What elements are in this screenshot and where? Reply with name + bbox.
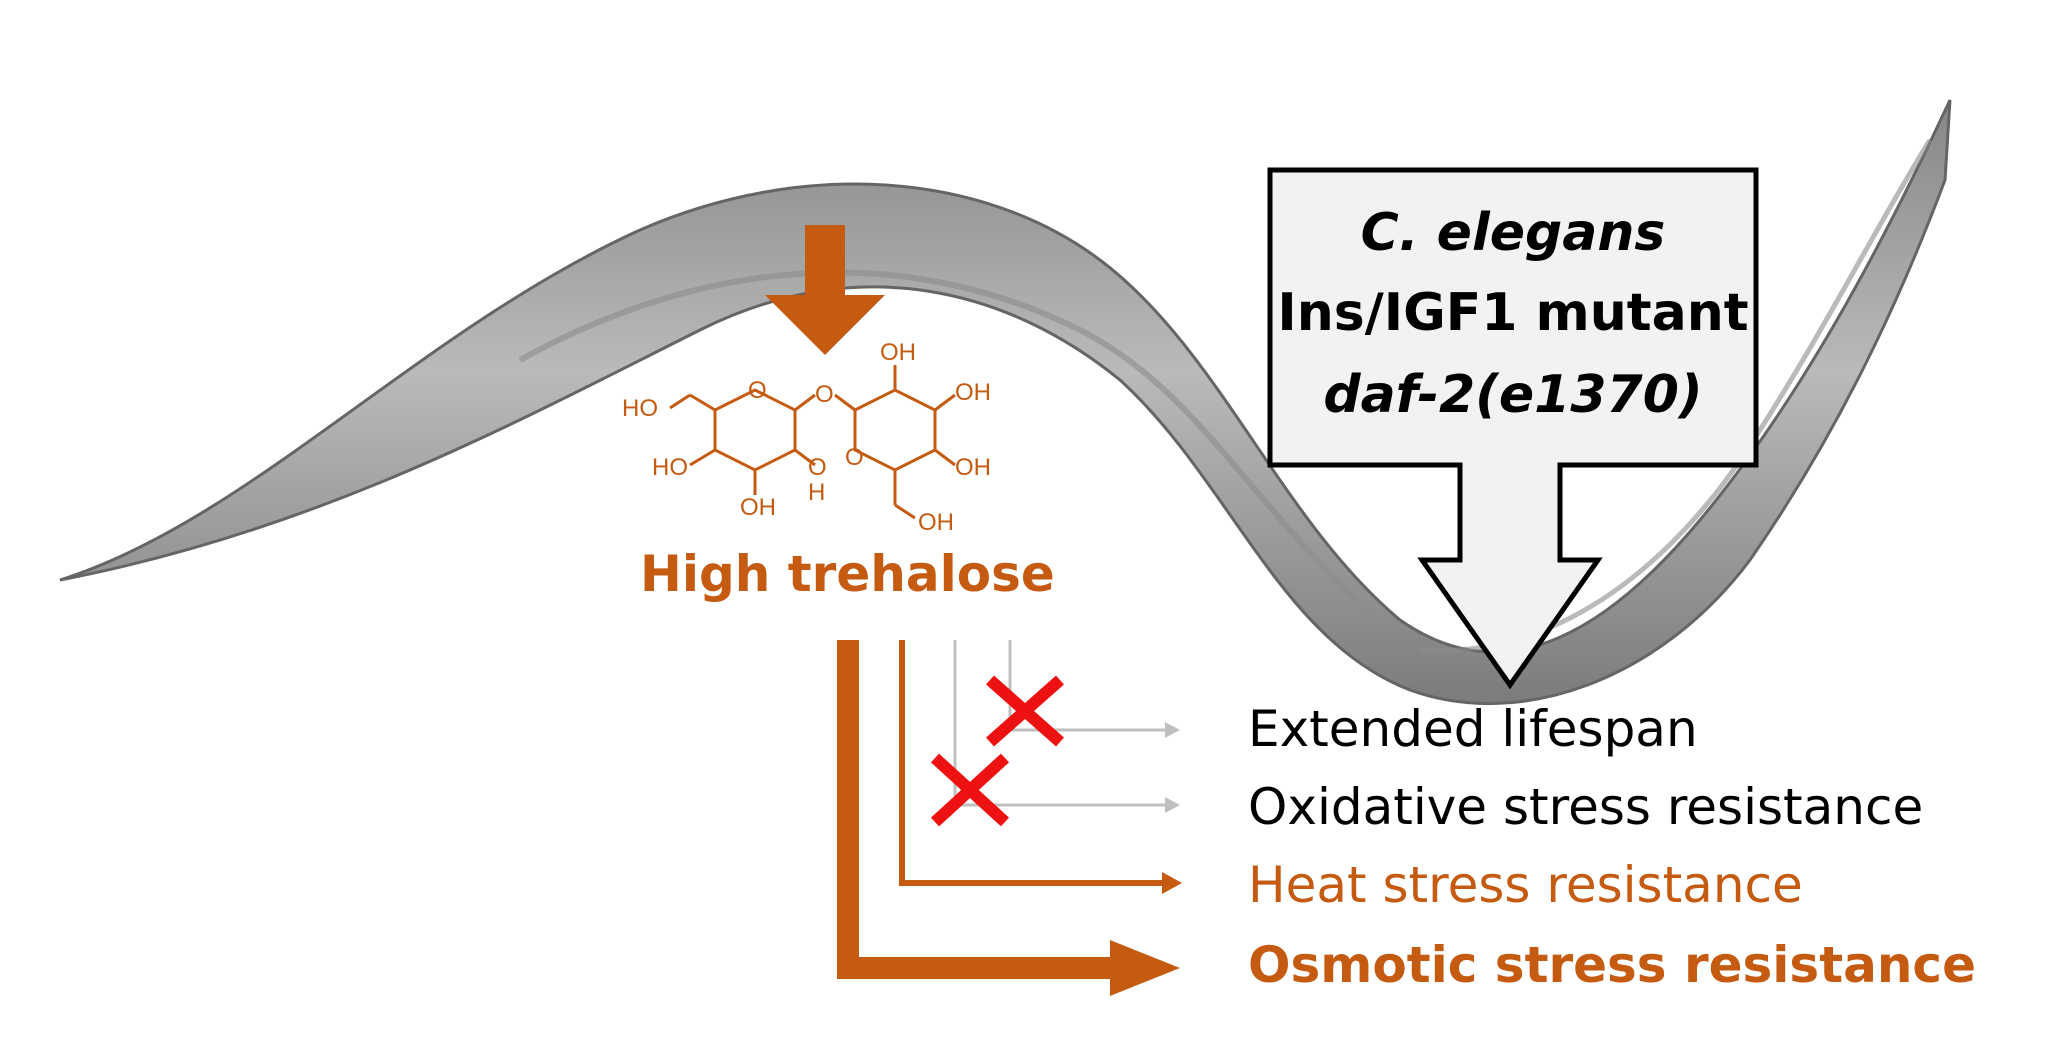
- organism-species: C. elegans: [1360, 203, 1666, 263]
- outcome-heat-stress: Heat stress resistance: [1248, 856, 1803, 914]
- arrow-osmotic: [837, 640, 1115, 979]
- atom-oh-top: OH: [880, 339, 916, 366]
- molecule-name: High trehalose: [640, 545, 1055, 603]
- atom-oh-right-upper: OH: [955, 379, 991, 406]
- outcome-osmotic-stress: Osmotic stress resistance: [1248, 936, 1976, 994]
- atom-o-ring2: O: [845, 444, 864, 471]
- atom-o-bridge-low: O: [808, 454, 827, 481]
- atom-o-link: O: [815, 381, 834, 408]
- down-arrow-icon: [765, 225, 885, 355]
- pathway-arrows: [837, 640, 1182, 996]
- organism-box: [1267, 167, 1759, 690]
- atom-oh-right-lower: OH: [955, 454, 991, 481]
- outcome-oxidative-stress: Oxidative stress resistance: [1248, 778, 1924, 836]
- atom-oh-bottom-right: OH: [918, 509, 954, 536]
- cross-icon: [930, 675, 1064, 827]
- atom-oh-bottom-left: OH: [740, 494, 776, 521]
- atom-h-bridge: H: [808, 479, 825, 506]
- organism-genotype: daf-2(e1370): [1323, 365, 1703, 425]
- organism-mutant-line: Ins/IGF1 mutant: [1277, 283, 1749, 343]
- trehalose-structure: [669, 365, 956, 520]
- atom-ho-left: HO: [622, 395, 658, 422]
- trehalose-atom-labels: HO HO OH H O O O O OH OH OH OH: [622, 339, 991, 536]
- outcome-extended-lifespan: Extended lifespan: [1248, 700, 1698, 758]
- atom-ho-lower-left: HO: [652, 454, 688, 481]
- arrow-heat: [899, 640, 1165, 886]
- atom-o-ring1: O: [748, 377, 767, 404]
